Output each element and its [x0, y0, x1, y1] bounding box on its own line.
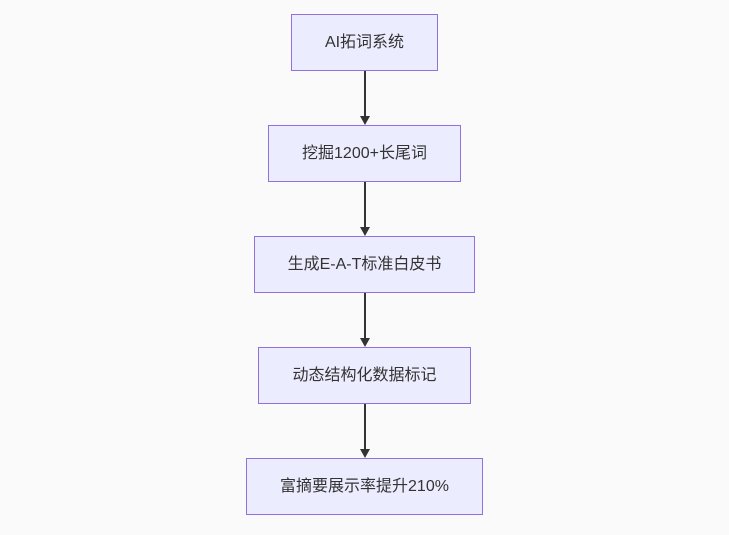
arrow-down-icon — [359, 71, 370, 125]
arrow-line — [363, 71, 366, 116]
arrowhead-icon — [359, 116, 370, 125]
flow-node-longtail-mining: 挖掘1200+长尾词 — [268, 125, 461, 182]
flow-node-eat-whitepaper: 生成E-A-T标准白皮书 — [253, 236, 476, 293]
arrow-down-icon — [359, 182, 370, 236]
arrow-down-icon — [359, 293, 370, 347]
arrow-down-icon — [359, 404, 370, 458]
flow-node-rich-snippet-result: 富摘要展示率提升210% — [246, 458, 483, 515]
arrowhead-icon — [359, 449, 370, 458]
arrowhead-icon — [359, 338, 370, 347]
arrow-line — [363, 293, 366, 338]
flow-node-ai-word-expansion: AI拓词系统 — [290, 14, 439, 71]
flow-node-structured-data: 动态结构化数据标记 — [258, 347, 471, 404]
arrow-line — [363, 404, 366, 449]
arrow-line — [363, 182, 366, 227]
arrowhead-icon — [359, 227, 370, 236]
